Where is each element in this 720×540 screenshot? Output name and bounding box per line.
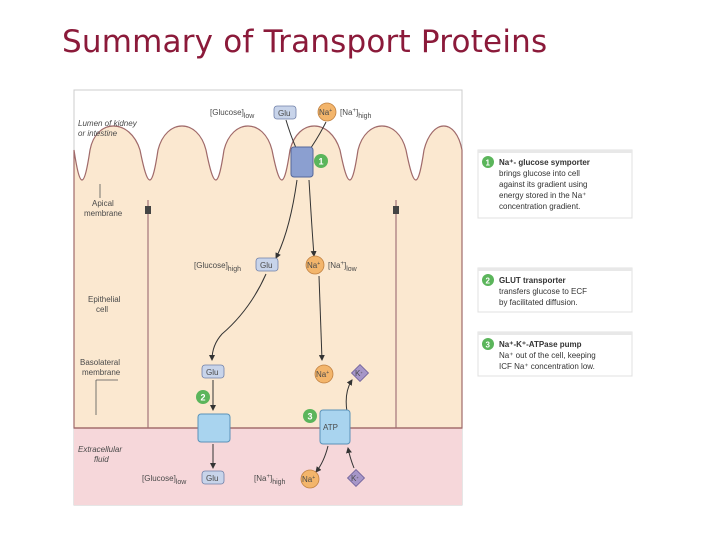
- ecf-label-1: Extracellular: [78, 445, 122, 454]
- badge-3-diagram: [303, 409, 317, 423]
- callout-2-number: 2: [486, 277, 491, 286]
- callout-2-shadow: [478, 268, 632, 271]
- glut-transporter: [197, 413, 231, 443]
- basolateral-label-2: membrane: [82, 368, 121, 377]
- basolateral-label-1: Basolateral: [80, 358, 120, 367]
- callout-3-line-1: Na⁺ out of the cell, keeping: [499, 351, 596, 360]
- arrow-k-into-cell: [345, 379, 353, 413]
- na-ion-top: [317, 102, 337, 122]
- callout-1: 1 Na⁺- glucose symporter brings glucose …: [477, 149, 633, 219]
- arrow-glu-to-glut: [209, 273, 267, 361]
- k-ion-label-upper: K+: [355, 369, 363, 378]
- lumen-label-1: Lumen of kidney: [78, 119, 138, 128]
- na-ion-label-lower: Na+: [316, 370, 329, 379]
- apical-label-1: Apical: [92, 199, 114, 208]
- callout-1-line-3: energy stored in the Na⁺: [499, 191, 586, 200]
- atp-label: ATP: [323, 423, 338, 432]
- na-ion-bottom: [300, 469, 320, 489]
- badge-1-diagram: [314, 154, 328, 168]
- bottom-na-label: [Na+]high: [254, 474, 286, 486]
- glu-molecule-top: [273, 105, 297, 120]
- top-na-label: [Na+]high: [340, 108, 372, 120]
- glu-molecule-bottom: [201, 470, 225, 485]
- bottom-glucose-label: [Glucose]low: [142, 474, 187, 486]
- mid-glucose-label: [Glucose]high: [194, 261, 241, 273]
- tight-junction-left: [145, 206, 151, 214]
- na-glucose-symporter: [290, 146, 314, 178]
- mid-na-label: [Na+]low: [328, 261, 358, 273]
- glu-label-top: Glu: [278, 109, 290, 118]
- callout-3-badge: [482, 338, 494, 350]
- glu-label-bottom: Glu: [206, 474, 218, 483]
- glu-label-lower: Glu: [206, 368, 218, 377]
- epithelial-label-1: Epithelial: [88, 295, 121, 304]
- badge-3-diagram-text: 3: [308, 412, 313, 422]
- arrow-glu-to-cytosol: [275, 179, 298, 259]
- glu-label-mid: Glu: [260, 261, 272, 270]
- top-glucose-label: [Glucose]low: [210, 108, 255, 120]
- na-ion-lower: [314, 364, 334, 384]
- na-ion-label-top: Na+: [319, 108, 332, 117]
- tight-junction-right: [393, 206, 399, 214]
- na-ion-label-bottom: Na+: [302, 475, 315, 484]
- ecf-label-2: fluid: [94, 455, 109, 464]
- callout-1-line-1: brings glucose into cell: [499, 169, 580, 178]
- callout-1-number: 1: [486, 159, 491, 168]
- ecf-region: [74, 428, 462, 505]
- k-ion-bottom: [346, 468, 366, 488]
- callout-1-box: [477, 149, 633, 219]
- arrow-na-to-cytosol: [308, 179, 317, 257]
- badge-2-diagram: [196, 390, 210, 404]
- na-ion-mid: [305, 255, 325, 275]
- badge-2-diagram-text: 2: [201, 393, 206, 403]
- callout-2-box: [477, 267, 633, 313]
- callout-3-line-2: ICF Na⁺ concentration low.: [499, 362, 595, 371]
- callout-1-title: Na⁺- glucose symporter: [499, 158, 590, 167]
- apical-label-2: membrane: [84, 209, 123, 218]
- callout-2: 2 GLUT transporter transfers glucose to …: [477, 267, 633, 313]
- epithelial-label-2: cell: [96, 305, 108, 314]
- k-ion-upper: [350, 363, 370, 383]
- arrow-na-to-pump: [318, 275, 325, 361]
- na-ion-label-mid: Na+: [307, 261, 320, 270]
- callout-3-title: Na⁺-K⁺-ATPase pump: [499, 340, 582, 349]
- callout-2-line-2: by facilitated diffusion.: [499, 298, 578, 307]
- callout-3-number: 3: [486, 341, 491, 350]
- epithelial-cell-region: [73, 125, 463, 429]
- callout-3-shadow: [478, 332, 632, 335]
- slide-title: Summary of Transport Proteins: [62, 24, 548, 60]
- lumen-label-2: or intestine: [78, 129, 118, 138]
- badge-1-diagram-text: 1: [319, 157, 324, 167]
- callout-1-line-2: against its gradient using: [499, 180, 588, 189]
- callout-1-line-4: concentration gradient.: [499, 202, 580, 211]
- callout-3: 3 Na⁺-K⁺-ATPase pump Na⁺ out of the cell…: [477, 331, 633, 377]
- na-k-atpase-pump: [319, 409, 351, 445]
- callout-1-shadow: [478, 150, 632, 153]
- glu-molecule-lower: [201, 364, 225, 379]
- callout-3-box: [477, 331, 633, 377]
- callout-2-badge: [482, 274, 494, 286]
- arrow-k-to-pump: [346, 447, 355, 469]
- callout-2-title: GLUT transporter: [499, 276, 566, 285]
- callout-1-badge: [482, 156, 494, 168]
- callout-2-line-1: transfers glucose to ECF: [499, 287, 587, 296]
- k-ion-label-bottom: K+: [351, 474, 359, 483]
- arrow-na-to-ecf: [315, 445, 329, 473]
- glu-molecule-mid: [255, 257, 279, 272]
